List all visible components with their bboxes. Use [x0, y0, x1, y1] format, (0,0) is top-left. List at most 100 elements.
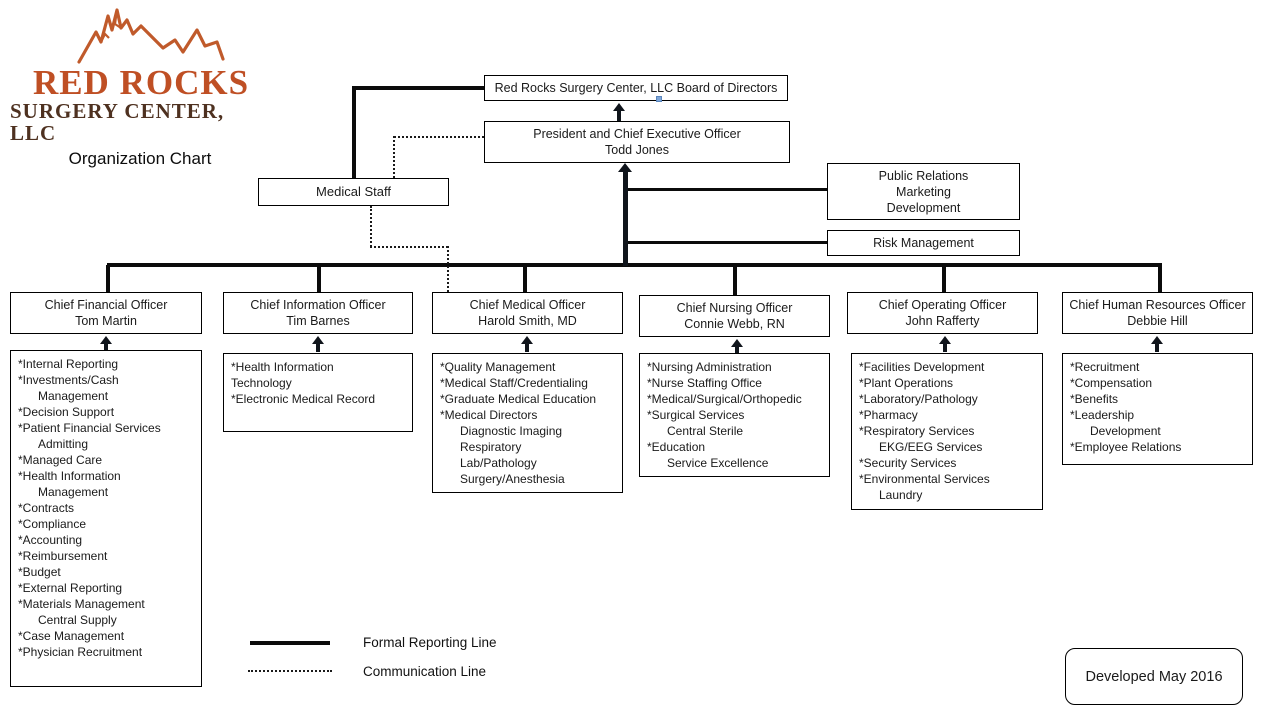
line-risk-connector: [627, 241, 827, 244]
arrow-chro-departments: [1151, 336, 1163, 352]
chief-title: Chief Human Resources Officer: [1069, 298, 1246, 312]
chief-nursing-officer-box: Chief Nursing Officer Connie Webb, RN: [639, 295, 830, 337]
list-line: EKG/EEG Services: [879, 440, 983, 454]
logo-text-surgery-center: SURGERY CENTER, LLC: [10, 99, 225, 145]
list-line: *Reimbursement: [18, 549, 108, 563]
arrow-cno-departments: [731, 339, 743, 354]
line-drop-cfo: [106, 265, 110, 293]
list-line: Marketing: [896, 184, 951, 199]
arrow-cio-departments: [312, 336, 324, 352]
list-line: *Nurse Staffing Office: [647, 376, 762, 390]
logo-text-red-rocks: RED ROCKS: [32, 63, 250, 102]
chief-title: Chief Medical Officer: [469, 298, 586, 312]
chief-name: Debbie Hill: [1127, 314, 1188, 328]
list-line: *Security Services: [859, 456, 957, 470]
arrow-president-to-board: [613, 103, 625, 121]
list-line: *Accounting: [18, 533, 83, 547]
mountain-logo-icon: [77, 8, 225, 64]
legend-formal-line-sample: [250, 641, 330, 645]
chief-name: Tim Barnes: [286, 314, 350, 328]
chief-medical-officer-box: Chief Medical Officer Harold Smith, MD: [432, 292, 623, 334]
chief-name: Tom Martin: [75, 314, 137, 328]
list-line: *Managed Care: [18, 453, 103, 467]
list-line: *Patient Financial Services: [18, 421, 161, 435]
chief-financial-officer-box: Chief Financial Officer Tom Martin: [10, 292, 202, 334]
list-line: *Case Management: [18, 629, 125, 643]
list-line: *Leadership: [1070, 408, 1135, 422]
dotted-medicalstaff-cmo-v1: [370, 206, 372, 247]
chief-name: Connie Webb, RN: [684, 317, 785, 331]
medical-staff-box: Medical Staff: [258, 178, 449, 206]
arrow-cfo-departments: [100, 336, 112, 352]
line-medicalstaff-to-board-v: [352, 86, 356, 179]
list-line: *Quality Management: [440, 360, 556, 374]
list-line: *Environmental Services: [859, 472, 990, 486]
coo-departments-list: *Facilities Development *Plant Operations…: [851, 353, 1043, 510]
list-line: *Graduate Medical Education: [440, 392, 597, 406]
developed-date-label: Developed May 2016: [1085, 668, 1223, 685]
list-line: *Internal Reporting: [18, 357, 119, 371]
list-line: Lab/Pathology: [460, 456, 537, 470]
selection-handle-artifact: [656, 96, 662, 102]
list-line: *Facilities Development: [859, 360, 985, 374]
list-line: *Recruitment: [1070, 360, 1140, 374]
line-drop-chro: [1158, 265, 1162, 293]
chief-human-resources-officer-box: Chief Human Resources Officer Debbie Hil…: [1062, 292, 1253, 334]
list-line: *Plant Operations: [859, 376, 954, 390]
arrow-mainline-to-president: [618, 163, 632, 266]
chief-title: Chief Financial Officer: [44, 298, 168, 312]
list-line: Public Relations: [878, 168, 969, 183]
medical-staff-label: Medical Staff: [316, 184, 391, 199]
list-line: *Physician Recruitment: [18, 645, 143, 659]
list-line: *Investments/Cash: [18, 373, 119, 387]
chief-title: Chief Operating Officer: [878, 298, 1007, 312]
chief-name: Harold Smith, MD: [478, 314, 577, 328]
list-line: Central Sterile: [667, 424, 744, 438]
list-line: Diagnostic Imaging: [460, 424, 563, 438]
list-line: *Compensation: [1070, 376, 1153, 390]
list-line: *External Reporting: [18, 581, 123, 595]
line-pr-connector: [627, 188, 827, 191]
list-line: Management: [38, 485, 109, 499]
line-drop-cmo: [523, 265, 527, 293]
list-line: *Pharmacy: [859, 408, 918, 422]
chief-operating-officer-box: Chief Operating Officer John Rafferty: [847, 292, 1038, 334]
list-line: *Nursing Administration: [647, 360, 772, 374]
list-line: Admitting: [38, 437, 89, 451]
list-line: Laundry: [879, 488, 923, 502]
board-of-directors-box: Red Rocks Surgery Center, LLC Board of D…: [484, 75, 788, 101]
dotted-president-medicalstaff-v: [393, 136, 395, 178]
legend-communication-label: Communication Line: [363, 664, 487, 679]
risk-management-box: Risk Management: [827, 230, 1020, 256]
list-line: *Health Information: [18, 469, 121, 483]
list-line: Development: [1090, 424, 1161, 438]
president-title: President and Chief Executive Officer: [533, 127, 741, 141]
company-logo: RED ROCKS SURGERY CENTER, LLC: [10, 4, 272, 152]
line-drop-cno: [733, 265, 737, 296]
list-line: *Education: [647, 440, 706, 454]
risk-management-label: Risk Management: [873, 236, 974, 250]
list-line: Service Excellence: [667, 456, 769, 470]
president-name: Todd Jones: [605, 143, 669, 157]
list-line: *Materials Management: [18, 597, 145, 611]
line-drop-coo: [942, 265, 946, 293]
dotted-medicalstaff-cmo-v2: [447, 246, 449, 292]
list-line: Development: [886, 200, 961, 215]
list-line: *Employee Relations: [1070, 440, 1182, 454]
chro-departments-list: *Recruitment*Compensation*Benefits*Leade…: [1062, 353, 1253, 465]
list-line: *Laboratory/Pathology: [859, 392, 978, 406]
list-line: Technology: [231, 376, 292, 390]
list-line: *Medical/Surgical/Orthopedic: [647, 392, 802, 406]
list-line: *Medical Directors: [440, 408, 538, 422]
dotted-medicalstaff-cmo-h: [370, 246, 448, 248]
list-line: *Decision Support: [18, 405, 115, 419]
arrow-coo-departments: [939, 336, 951, 352]
list-line: Respiratory: [460, 440, 522, 454]
line-medicalstaff-to-board-h: [352, 86, 485, 90]
list-line: Management: [38, 389, 109, 403]
cno-departments-list: *Nursing Administration *Nurse Staffing O…: [639, 353, 830, 477]
line-main-horizontal: [107, 263, 1162, 267]
